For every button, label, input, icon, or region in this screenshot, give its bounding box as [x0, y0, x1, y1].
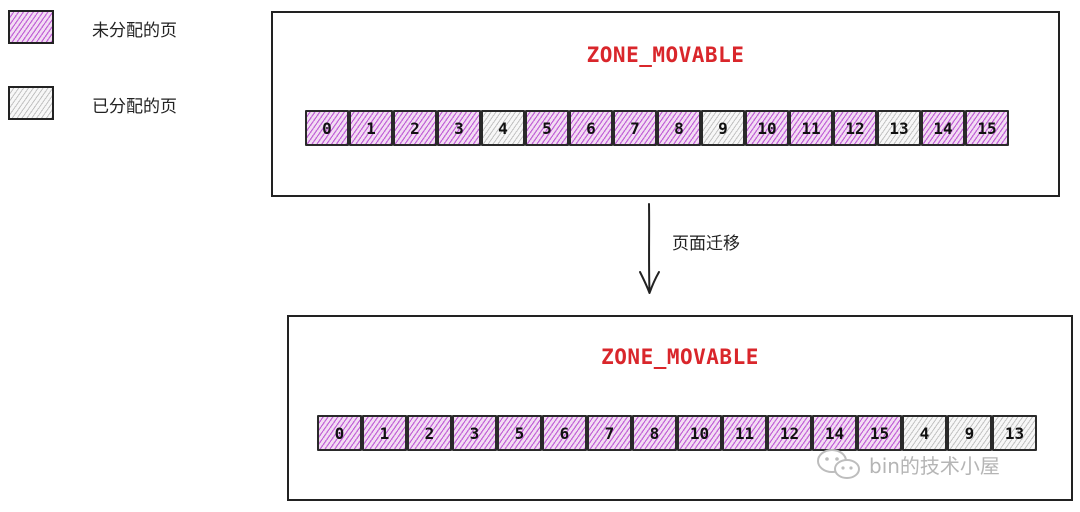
watermark: bin的技术小屋 [815, 447, 1000, 481]
legend-allocated-swatch [8, 86, 54, 120]
legend-unallocated: 未分配的页 [8, 10, 177, 44]
page-cell-allocated: 4 [481, 110, 525, 146]
page-cell-unallocated: 6 [542, 415, 587, 451]
page-cell-unallocated: 11 [789, 110, 833, 146]
zone-title: ZONE_MOVABLE [586, 43, 745, 67]
page-cell-unallocated: 14 [812, 415, 857, 451]
page-cell-allocated: 13 [877, 110, 921, 146]
page-cell-allocated: 9 [701, 110, 745, 146]
page-cell-unallocated: 10 [745, 110, 789, 146]
page-cell-unallocated: 0 [317, 415, 362, 451]
wechat-icon [817, 449, 860, 479]
page-cell-unallocated: 8 [632, 415, 677, 451]
page-cell-unallocated: 10 [677, 415, 722, 451]
page-cell-unallocated: 15 [857, 415, 902, 451]
page-cell-unallocated: 6 [569, 110, 613, 146]
legend-allocated: 已分配的页 [8, 86, 177, 120]
page-cell-unallocated: 1 [362, 415, 407, 451]
page-cell-unallocated: 12 [767, 415, 812, 451]
page-cell-unallocated: 2 [393, 110, 437, 146]
page-cell-allocated: 4 [902, 415, 947, 451]
arrow-down-icon [639, 203, 660, 294]
page-cell-unallocated: 1 [349, 110, 393, 146]
page-cell-unallocated: 5 [497, 415, 542, 451]
zone-title: ZONE_MOVABLE [601, 345, 759, 369]
page-cell-unallocated: 2 [407, 415, 452, 451]
migration-label: 页面迁移 [672, 234, 740, 254]
page-cell-unallocated: 12 [833, 110, 877, 146]
page-cell-unallocated: 15 [965, 110, 1009, 146]
page-cell-unallocated: 0 [305, 110, 349, 146]
legend-unallocated-swatch [8, 10, 54, 44]
page-cell-unallocated: 7 [613, 110, 657, 146]
page-cell-unallocated: 14 [921, 110, 965, 146]
page-cell-unallocated: 5 [525, 110, 569, 146]
page-cell-unallocated: 3 [437, 110, 481, 146]
page-cell-allocated: 13 [992, 415, 1037, 451]
page-cell-allocated: 9 [947, 415, 992, 451]
legend-allocated-label: 已分配的页 [92, 97, 177, 117]
page-cell-unallocated: 8 [657, 110, 701, 146]
watermark-text: bin的技术小屋 [869, 453, 1000, 478]
legend-unallocated-label: 未分配的页 [92, 21, 177, 41]
page-cell-unallocated: 3 [452, 415, 497, 451]
page-cell-unallocated: 11 [722, 415, 767, 451]
page-cell-unallocated: 7 [587, 415, 632, 451]
